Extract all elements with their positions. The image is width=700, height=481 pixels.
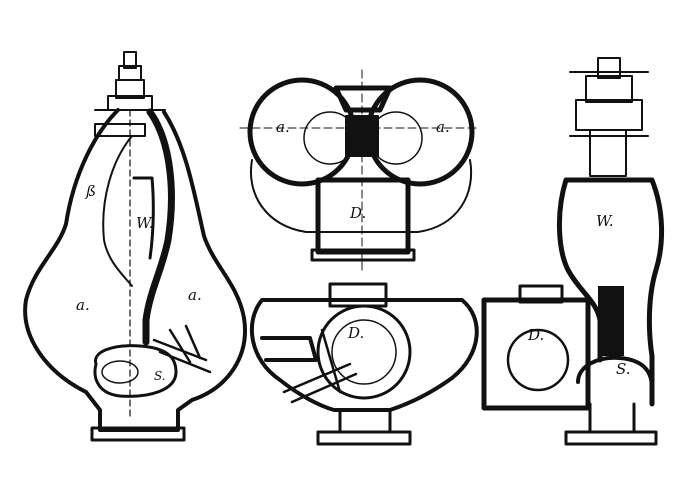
lower-housing bbox=[250, 159, 473, 233]
label-left-w: W. bbox=[136, 214, 154, 232]
inner-wall bbox=[102, 135, 133, 287]
lower-chamber-inner bbox=[101, 360, 139, 384]
label-bottom-d: D. bbox=[347, 324, 364, 342]
right-sphere bbox=[365, 77, 475, 187]
bowl-outline bbox=[249, 298, 479, 412]
pump-casing bbox=[316, 304, 412, 400]
left-side-elevation bbox=[23, 51, 247, 442]
right-base bbox=[564, 430, 658, 446]
top-center-plan bbox=[239, 69, 481, 271]
right-box-circle bbox=[506, 328, 570, 392]
right-side-box bbox=[481, 297, 591, 411]
central-bridge bbox=[333, 85, 393, 113]
right-solid-core bbox=[598, 286, 624, 356]
right-top-valve bbox=[569, 57, 649, 177]
bottom-view-labels: D. bbox=[347, 324, 364, 342]
label-left-s: S. bbox=[154, 369, 166, 383]
lower-chamber bbox=[93, 344, 178, 398]
pump-casing-inner bbox=[331, 319, 397, 385]
valve-lever bbox=[152, 324, 212, 374]
outlet-flange bbox=[310, 248, 416, 262]
label-right-d: D. bbox=[527, 326, 544, 344]
label-top-a1: a. bbox=[276, 118, 290, 136]
crank-arm bbox=[282, 328, 358, 404]
right-view-labels: W. D. S. bbox=[527, 212, 631, 378]
bottom-center-section bbox=[249, 282, 479, 446]
right-body-outline bbox=[557, 177, 665, 407]
top-collar bbox=[328, 282, 388, 308]
label-left-ss: ß bbox=[84, 182, 96, 200]
label-right-s: S. bbox=[616, 360, 631, 378]
left-chamber bbox=[260, 336, 318, 362]
section-base bbox=[316, 430, 412, 446]
top-view-labels: a. a. D. bbox=[276, 118, 450, 222]
right-sectional-elevation bbox=[481, 57, 665, 446]
central-core bbox=[345, 115, 379, 157]
label-top-a2: a. bbox=[436, 118, 450, 136]
inner-riser-pipe bbox=[142, 108, 175, 346]
base-flange bbox=[90, 426, 186, 442]
label-right-w: W. bbox=[596, 212, 614, 230]
label-left-a1: a. bbox=[76, 296, 90, 314]
label-top-d: D. bbox=[349, 204, 366, 222]
label-left-a2: a. bbox=[188, 286, 202, 304]
right-box-collar bbox=[518, 284, 564, 304]
window-w-frame bbox=[132, 176, 155, 260]
pear-body-outline bbox=[23, 108, 247, 432]
outlet-neck bbox=[315, 177, 411, 255]
right-lower-chamber bbox=[576, 355, 654, 390]
left-view-labels: ß W. a. a. S. bbox=[76, 182, 202, 383]
